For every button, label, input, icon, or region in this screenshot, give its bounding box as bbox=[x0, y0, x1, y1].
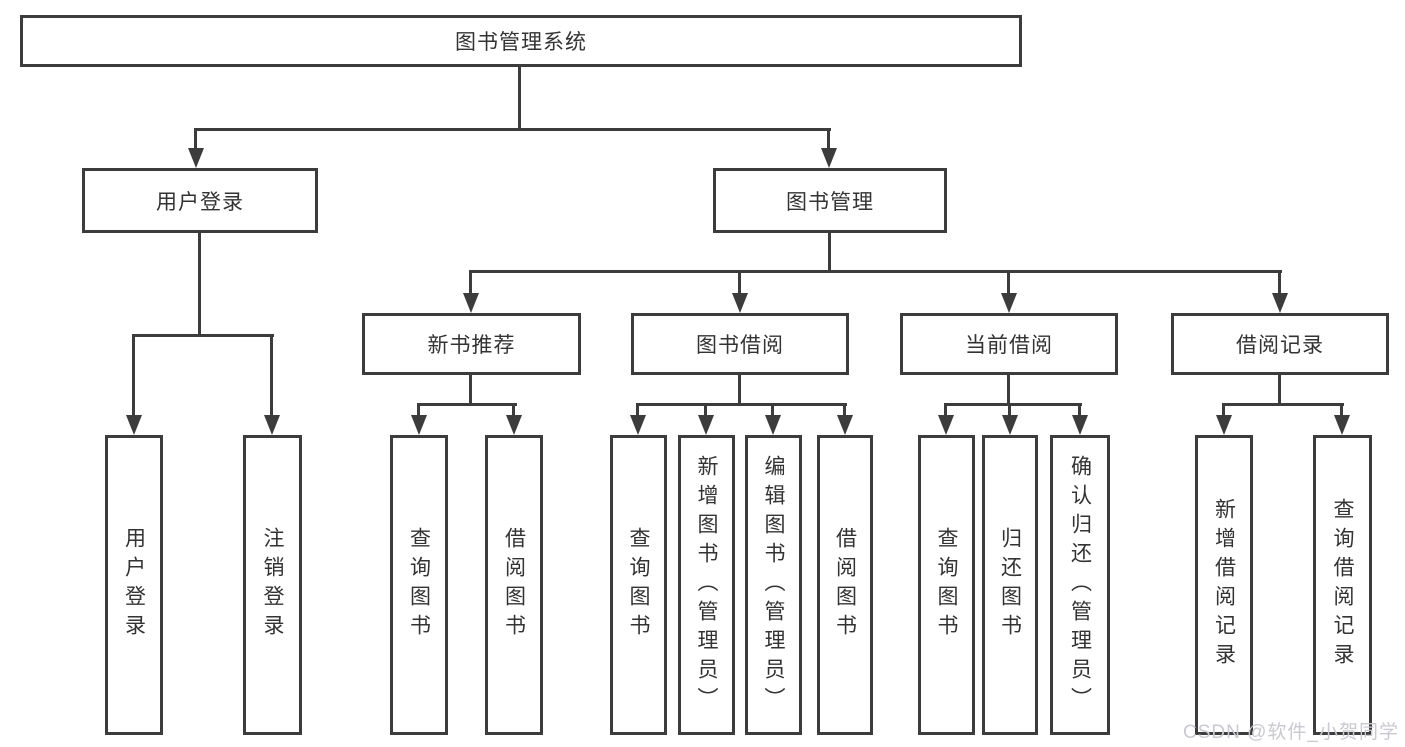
connector-drop-cur-confirm bbox=[1078, 403, 1081, 417]
leaf-borrow-query: 查询图书 bbox=[610, 435, 667, 735]
node-new-book-recommend: 新书推荐 bbox=[362, 313, 581, 375]
connector-drop-new-books bbox=[469, 270, 472, 295]
arrow-to-bw-edit bbox=[765, 415, 781, 435]
arrow-to-bw-query bbox=[630, 415, 646, 435]
leaf-record-add: 新增借阅记录 bbox=[1195, 435, 1253, 735]
arrow-to-user-login bbox=[188, 148, 204, 168]
connector-drop-current-borrow bbox=[1007, 270, 1010, 295]
connector-drop-leaf-login bbox=[132, 334, 135, 417]
arrow-to-rec-add bbox=[1216, 415, 1232, 435]
connector-newbooks-stem bbox=[469, 375, 472, 406]
connector-drop-bw-add bbox=[704, 403, 707, 417]
connector-userlogin-rail bbox=[132, 334, 274, 337]
connector-bookborrow-stem bbox=[738, 375, 741, 406]
arrow-to-bw-add bbox=[698, 415, 714, 435]
arrow-to-cur-return bbox=[1002, 415, 1018, 435]
connector-root-stem bbox=[518, 67, 521, 130]
node-borrow-records: 借阅记录 bbox=[1171, 313, 1389, 375]
connector-drop-bw-query bbox=[636, 403, 639, 417]
connector-drop-nb-query bbox=[417, 403, 420, 417]
leaf-newbook-borrow: 借阅图书 bbox=[485, 435, 543, 735]
arrow-to-rec-query bbox=[1334, 415, 1350, 435]
connector-drop-nb-borrow bbox=[512, 403, 515, 417]
node-root: 图书管理系统 bbox=[20, 15, 1022, 67]
arrow-to-nb-query bbox=[411, 415, 427, 435]
arrow-to-bw-borrow bbox=[837, 415, 853, 435]
leaf-current-confirm-return: 确认归还（管理员） bbox=[1050, 435, 1110, 735]
arrow-to-leaf-logout bbox=[264, 415, 280, 435]
connector-records-stem bbox=[1278, 375, 1281, 406]
arrow-to-nb-borrow bbox=[506, 415, 522, 435]
connector-bookmgmt-rail bbox=[469, 270, 1282, 273]
node-current-borrow: 当前借阅 bbox=[900, 313, 1118, 375]
leaf-newbook-query: 查询图书 bbox=[390, 435, 448, 735]
leaf-logout: 注销登录 bbox=[243, 435, 302, 735]
connector-drop-bw-borrow bbox=[843, 403, 846, 417]
leaf-current-return: 归还图书 bbox=[982, 435, 1038, 735]
arrow-to-leaf-login bbox=[126, 415, 142, 435]
connector-userlogin-stem bbox=[198, 233, 201, 337]
csdn-watermark: CSDN @软件_小贺同学 bbox=[1183, 722, 1399, 743]
leaf-current-query: 查询图书 bbox=[918, 435, 975, 735]
arrow-to-book-mgmt bbox=[821, 148, 837, 168]
connector-currentborrow-rail bbox=[944, 403, 1082, 406]
connector-newbooks-rail bbox=[417, 403, 517, 406]
connector-drop-leaf-logout bbox=[270, 334, 273, 417]
arrow-to-cur-query bbox=[938, 415, 954, 435]
node-user-login: 用户登录 bbox=[82, 168, 318, 233]
leaf-borrow-add-book: 新增图书（管理员） bbox=[678, 435, 735, 735]
connector-drop-book-borrow bbox=[738, 270, 741, 295]
connector-drop-rec-add bbox=[1222, 403, 1225, 417]
node-book-borrow: 图书借阅 bbox=[631, 313, 849, 375]
connector-drop-cur-query bbox=[944, 403, 947, 417]
arrow-to-new-books bbox=[463, 293, 479, 313]
connector-drop-cur-return bbox=[1008, 403, 1011, 417]
connector-records-rail bbox=[1222, 403, 1344, 406]
arrow-to-current-borrow bbox=[1001, 293, 1017, 313]
connector-root-rail bbox=[195, 128, 831, 131]
arrow-to-cur-confirm bbox=[1072, 415, 1088, 435]
connector-drop-user-login bbox=[194, 128, 197, 150]
connector-drop-bw-edit bbox=[771, 403, 774, 417]
node-book-management: 图书管理 bbox=[713, 168, 947, 233]
connector-drop-book-mgmt bbox=[827, 128, 830, 150]
leaf-record-query: 查询借阅记录 bbox=[1313, 435, 1372, 735]
connector-drop-rec-query bbox=[1340, 403, 1343, 417]
leaf-borrow-book: 借阅图书 bbox=[817, 435, 873, 735]
connector-currentborrow-stem bbox=[1007, 375, 1010, 406]
connector-bookborrow-rail bbox=[636, 403, 847, 406]
leaf-user-login: 用户登录 bbox=[105, 435, 163, 735]
arrow-to-borrow-records bbox=[1272, 293, 1288, 313]
leaf-borrow-edit-book: 编辑图书（管理员） bbox=[745, 435, 802, 735]
arrow-to-book-borrow bbox=[732, 293, 748, 313]
connector-bookmgmt-stem bbox=[828, 233, 831, 273]
connector-drop-borrow-records bbox=[1278, 270, 1281, 295]
